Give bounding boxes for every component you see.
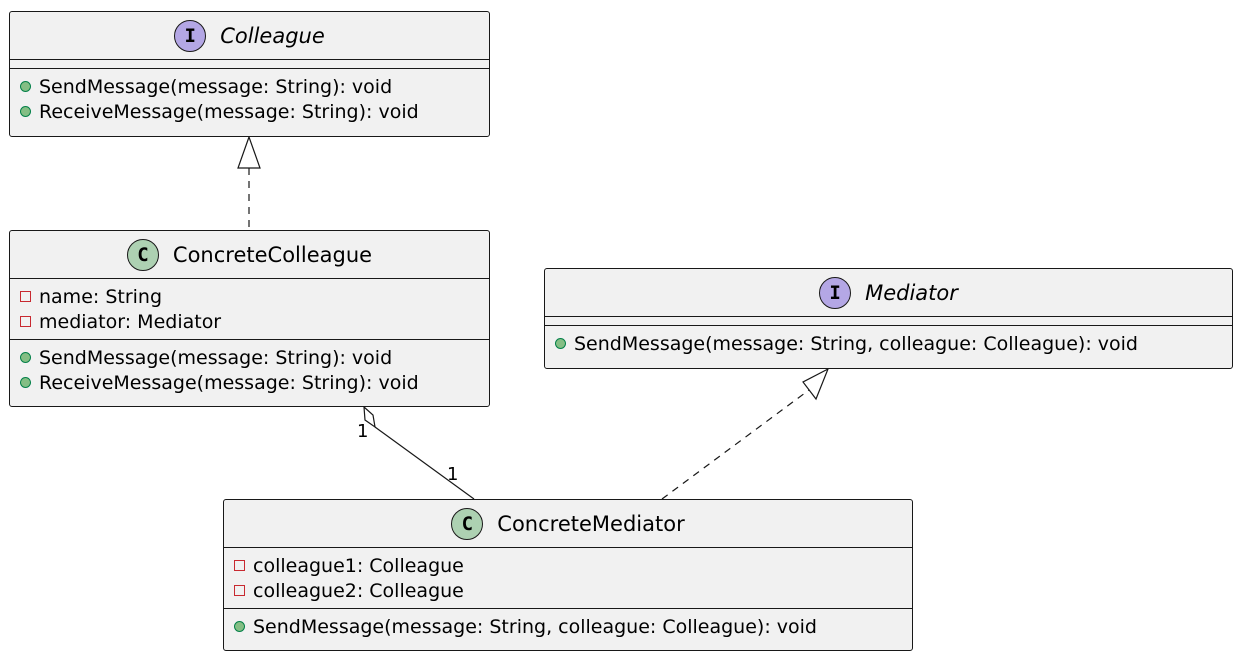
private-visibility-icon [234, 585, 245, 596]
aggregation-line [374, 426, 475, 500]
attributes-section [545, 317, 1232, 326]
method-row: ReceiveMessage(message: String): void [20, 99, 489, 124]
method-row: SendMessage(message: String): void [20, 74, 489, 99]
methods-section: SendMessage(message: String): void Recei… [10, 340, 489, 400]
interface-icon: I [174, 19, 207, 52]
attributes-section [10, 60, 489, 69]
methods-section: SendMessage(message: String, colleague: … [224, 609, 912, 644]
public-visibility-icon [20, 352, 31, 363]
class-name: Mediator [865, 280, 958, 305]
class-header: I Colleague [10, 12, 489, 60]
multiplicity-mediator-end: 1 [447, 464, 459, 485]
private-visibility-icon [20, 291, 31, 302]
attributes-section: colleague1: Colleague colleague2: Collea… [224, 548, 912, 609]
class-name: Colleague [220, 23, 325, 48]
class-box-concrete-mediator[interactable]: C ConcreteMediator colleague1: Colleague… [223, 499, 913, 651]
public-visibility-icon [20, 106, 31, 117]
class-header: I Mediator [545, 269, 1232, 317]
method-row: SendMessage(message: String, colleague: … [555, 331, 1232, 356]
method-row: SendMessage(message: String, colleague: … [234, 614, 912, 639]
method-text: ReceiveMessage(message: String): void [39, 371, 419, 394]
method-text: ReceiveMessage(message: String): void [39, 100, 419, 123]
public-visibility-icon [234, 621, 245, 632]
public-visibility-icon [20, 81, 31, 92]
public-visibility-icon [20, 377, 31, 388]
realization-arrowhead-colleague [237, 135, 261, 169]
method-text: SendMessage(message: String, colleague: … [574, 332, 1138, 355]
methods-section: SendMessage(message: String): void Recei… [10, 69, 489, 129]
attributes-section: name: String mediator: Mediator [10, 279, 489, 340]
attribute-text: mediator: Mediator [39, 310, 222, 333]
class-box-mediator[interactable]: I Mediator SendMessage(message: String, … [544, 268, 1233, 369]
method-text: SendMessage(message: String): void [39, 346, 393, 369]
class-box-concrete-colleague[interactable]: C ConcreteColleague name: String mediato… [9, 230, 490, 407]
private-visibility-icon [234, 560, 245, 571]
realization-line-mediator [661, 389, 810, 500]
class-header: C ConcreteColleague [10, 231, 489, 279]
attribute-row: colleague1: Colleague [234, 553, 912, 578]
realization-arrowhead-mediator [802, 367, 830, 401]
class-icon: C [126, 238, 159, 271]
method-row: ReceiveMessage(message: String): void [20, 370, 489, 395]
multiplicity-colleague-end: 1 [357, 421, 369, 442]
class-name: ConcreteColleague [172, 242, 373, 267]
class-header: C ConcreteMediator [224, 500, 912, 548]
method-row: SendMessage(message: String): void [20, 345, 489, 370]
attribute-row: mediator: Mediator [20, 309, 489, 334]
private-visibility-icon [20, 316, 31, 327]
class-icon: C [451, 507, 484, 540]
method-text: SendMessage(message: String, colleague: … [253, 615, 817, 638]
attribute-text: colleague2: Colleague [253, 579, 464, 602]
attribute-row: colleague2: Colleague [234, 578, 912, 603]
method-text: SendMessage(message: String): void [39, 75, 393, 98]
aggregation-diamond [363, 405, 376, 429]
attribute-row: name: String [20, 284, 489, 309]
class-box-colleague[interactable]: I Colleague SendMessage(message: String)… [9, 11, 490, 137]
class-name: ConcreteMediator [497, 511, 685, 536]
methods-section: SendMessage(message: String, colleague: … [545, 326, 1232, 361]
attribute-text: colleague1: Colleague [253, 554, 464, 577]
public-visibility-icon [555, 338, 566, 349]
interface-icon: I [819, 276, 852, 309]
attribute-text: name: String [39, 285, 163, 308]
